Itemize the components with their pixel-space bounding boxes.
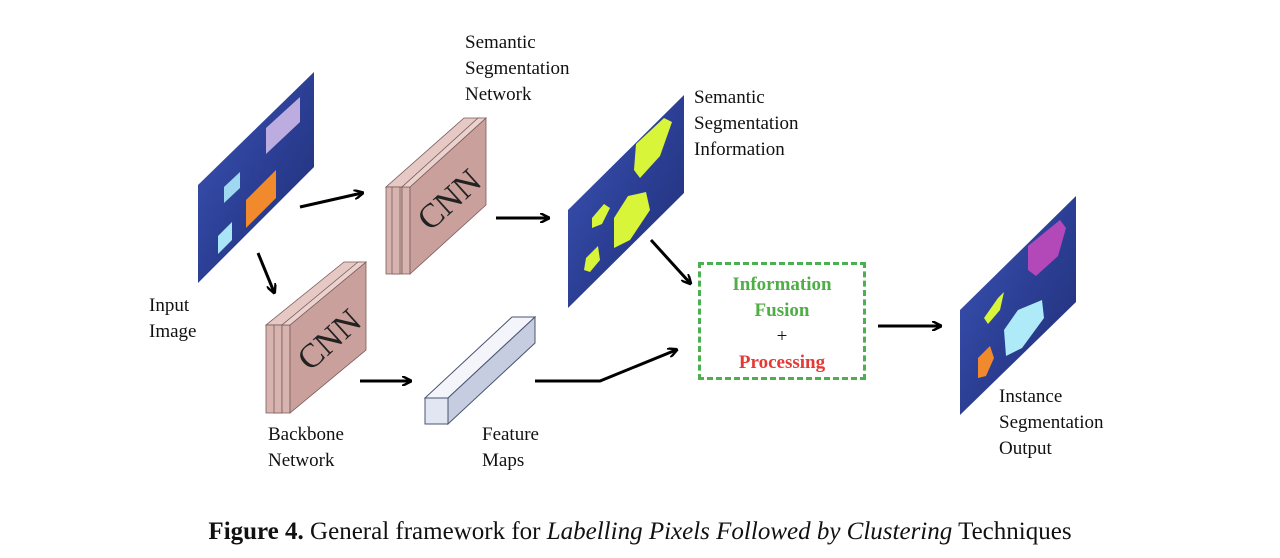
arrow-info-to-fusion	[649, 238, 690, 283]
caption-text-2: Techniques	[952, 518, 1072, 545]
fusion-plus: +	[776, 326, 788, 347]
instance-output-label: Instance Segmentation Output	[999, 384, 1103, 462]
instance-output-panel	[960, 196, 1076, 415]
information-fusion-box: Information Fusion + Processing	[698, 262, 866, 380]
backbone-cnn-block: CNN	[264, 261, 369, 414]
sem-segment-4	[584, 246, 600, 272]
sem-segment-1	[634, 118, 672, 178]
arrow-input-to-semantic-cnn	[299, 193, 362, 209]
input-image-label-line: Input	[149, 295, 190, 316]
arrow-features-to-fusion	[535, 350, 676, 383]
caption-text-1: General framework for	[303, 518, 547, 545]
input-image-label: Input Image	[149, 293, 196, 345]
input-segment-lightblue	[218, 222, 232, 254]
input-segment-cyan-small	[224, 172, 240, 203]
sem-segment-2	[614, 192, 650, 248]
figure-caption: Figure 4. General framework for Labellin…	[0, 516, 1280, 548]
feature-maps-label: Feature Maps	[482, 422, 539, 474]
semantic-info-label: Semantic Segmentation Information	[694, 85, 798, 163]
input-image-panel	[198, 72, 314, 283]
arrow-input-to-backbone-cnn	[256, 252, 274, 292]
semantic-cnn-block: CNN	[384, 117, 489, 275]
caption-italic: Labelling Pixels Followed by Clustering	[546, 518, 953, 545]
input-segment-orange	[246, 170, 276, 228]
semantic-info-label-line: Segmentation	[694, 113, 799, 134]
sem-segment-3	[592, 204, 610, 228]
semantic-network-label: Semantic Segmentation Network	[465, 30, 569, 108]
semantic-network-label-line: Semantic	[465, 32, 536, 53]
semantic-info-panel	[568, 95, 684, 308]
input-image-label-line: Image	[149, 321, 197, 342]
fusion-line-3: Processing	[738, 352, 826, 373]
inst-segment-orange	[978, 346, 994, 378]
instance-output-label-line: Output	[999, 438, 1052, 459]
backbone-label-line: Backbone	[268, 424, 344, 445]
instance-output-label-line: Segmentation	[999, 412, 1104, 433]
fusion-line-2: Fusion	[754, 300, 810, 321]
input-segment-purple	[266, 97, 300, 154]
instance-output-label-line: Instance	[999, 386, 1063, 407]
semantic-network-label-line: Segmentation	[465, 58, 570, 79]
inst-segment-purple	[1028, 220, 1066, 276]
semantic-info-label-line: Semantic	[694, 87, 765, 108]
inst-segment-cyan	[1004, 300, 1044, 356]
caption-prefix: Figure 4.	[208, 518, 304, 545]
feature-maps-label-line: Maps	[482, 450, 525, 471]
fusion-line-1: Information	[732, 274, 832, 295]
backbone-label-line: Network	[268, 450, 335, 471]
feature-maps-bar	[423, 315, 537, 426]
feature-maps-label-line: Feature	[482, 424, 539, 445]
inst-segment-yellow	[984, 292, 1004, 324]
backbone-label: Backbone Network	[268, 422, 344, 474]
semantic-network-label-line: Network	[465, 84, 532, 105]
semantic-info-label-line: Information	[694, 139, 785, 160]
framework-diagram: CNN CNN	[198, 72, 1076, 426]
